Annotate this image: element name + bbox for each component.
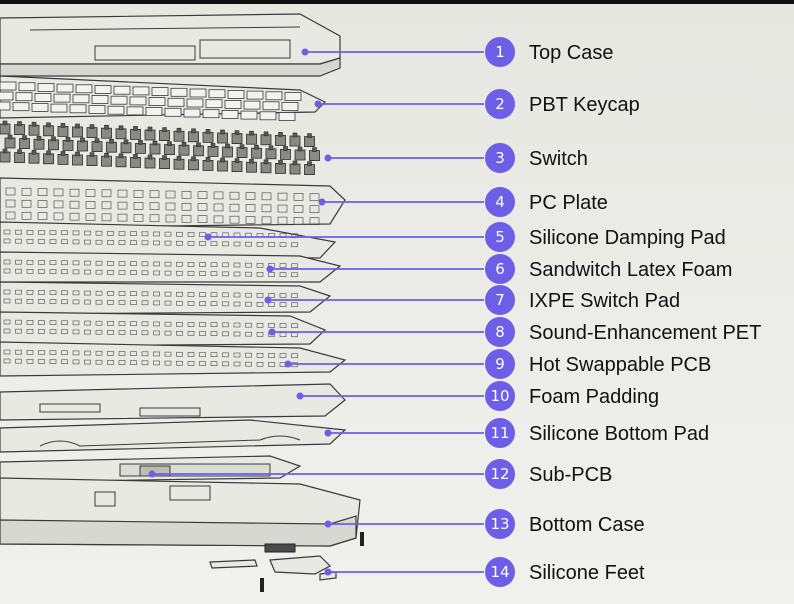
number-badge bbox=[485, 418, 515, 448]
pcb-layer bbox=[0, 341, 347, 377]
callout-item: 1 Top Case bbox=[301, 37, 614, 67]
keycap-layer bbox=[0, 75, 327, 121]
callout-item: 14 Silicone Feet bbox=[324, 557, 645, 587]
leader-dot bbox=[324, 520, 332, 528]
badge-number: 8 bbox=[495, 323, 505, 341]
sub-pcb-layer bbox=[0, 455, 302, 483]
badge-number: 12 bbox=[490, 465, 509, 483]
part-label: Silicone Bottom Pad bbox=[529, 423, 709, 445]
number-badge bbox=[485, 317, 515, 347]
part-label: Top Case bbox=[529, 42, 614, 64]
badge-number: 10 bbox=[490, 387, 509, 405]
top-case-layer bbox=[0, 13, 341, 77]
pet-layer bbox=[0, 311, 327, 347]
part-label: IXPE Switch Pad bbox=[529, 290, 680, 312]
leader-dot bbox=[284, 360, 292, 368]
number-badge bbox=[485, 143, 515, 173]
callout-item: 12 Sub-PCB bbox=[148, 459, 612, 489]
number-badge bbox=[485, 254, 515, 284]
callout-item: 13 Bottom Case bbox=[324, 509, 645, 539]
leader-dot bbox=[318, 198, 326, 206]
badge-number: 4 bbox=[495, 193, 505, 211]
callout-item: 3 Switch bbox=[324, 143, 588, 173]
badge-number: 9 bbox=[495, 355, 505, 373]
top-border bbox=[0, 0, 794, 4]
part-label: Switch bbox=[529, 148, 588, 170]
damping-pad-layer bbox=[0, 221, 337, 259]
leader-dot bbox=[324, 429, 332, 437]
callout-item: 2 PBT Keycap bbox=[314, 89, 640, 119]
callout-item: 10 Foam Padding bbox=[296, 381, 659, 411]
ixpe-pad-layer bbox=[0, 281, 332, 315]
callout-item: 9 Hot Swappable PCB bbox=[284, 349, 711, 379]
part-label: Foam Padding bbox=[529, 386, 659, 408]
part-label: Sub-PCB bbox=[529, 464, 612, 486]
part-label: Silicone Damping Pad bbox=[529, 227, 726, 249]
leader-dot bbox=[314, 100, 322, 108]
callout-item: 11 Silicone Bottom Pad bbox=[324, 418, 709, 448]
number-badge bbox=[485, 509, 515, 539]
part-label: PBT Keycap bbox=[529, 94, 640, 116]
leader-dot bbox=[204, 233, 212, 241]
part-label: Silicone Feet bbox=[529, 562, 645, 584]
leader-dot bbox=[264, 296, 272, 304]
part-label: PC Plate bbox=[529, 192, 608, 214]
number-badge bbox=[485, 557, 515, 587]
number-badge bbox=[485, 381, 515, 411]
number-badge bbox=[485, 222, 515, 252]
leader-dot bbox=[324, 568, 332, 576]
leader-dot bbox=[296, 392, 304, 400]
callout-item: 7 IXPE Switch Pad bbox=[264, 285, 680, 315]
badge-number: 1 bbox=[495, 43, 505, 61]
silicone-bottom-pad-layer bbox=[0, 419, 347, 453]
badge-number: 6 bbox=[495, 260, 505, 278]
leader-dot bbox=[266, 265, 274, 273]
pc-plate-layer bbox=[0, 177, 346, 229]
bottom-case-layer bbox=[0, 477, 364, 553]
number-badge bbox=[485, 37, 515, 67]
badge-number: 2 bbox=[495, 95, 505, 113]
switch-layer bbox=[0, 120, 320, 176]
leader-dot bbox=[301, 48, 309, 56]
callout-item: 6 Sandwitch Latex Foam bbox=[266, 254, 732, 284]
number-badge bbox=[485, 285, 515, 315]
latex-foam-layer bbox=[0, 251, 342, 283]
callout-item: 4 PC Plate bbox=[318, 187, 608, 217]
badge-number: 14 bbox=[490, 563, 509, 581]
badge-number: 13 bbox=[490, 515, 509, 533]
badge-number: 7 bbox=[495, 291, 505, 309]
foam-padding-layer bbox=[0, 383, 346, 421]
badge-number: 3 bbox=[495, 149, 505, 167]
number-badge bbox=[485, 89, 515, 119]
part-label: Bottom Case bbox=[529, 514, 645, 536]
part-label: Sound-Enhancement PET bbox=[529, 322, 761, 344]
part-label: Sandwitch Latex Foam bbox=[529, 259, 732, 281]
number-badge bbox=[485, 349, 515, 379]
number-badge bbox=[485, 187, 515, 217]
silicone-feet-layer bbox=[209, 555, 337, 592]
part-label: Hot Swappable PCB bbox=[529, 354, 711, 376]
leader-dot bbox=[324, 154, 332, 162]
leader-dot bbox=[148, 470, 156, 478]
callout-item: 5 Silicone Damping Pad bbox=[204, 222, 726, 252]
callout-item: 8 Sound-Enhancement PET bbox=[268, 317, 761, 347]
badge-number: 5 bbox=[495, 228, 505, 246]
leader-dot bbox=[268, 328, 276, 336]
badge-number: 11 bbox=[490, 424, 509, 442]
number-badge bbox=[485, 459, 515, 489]
